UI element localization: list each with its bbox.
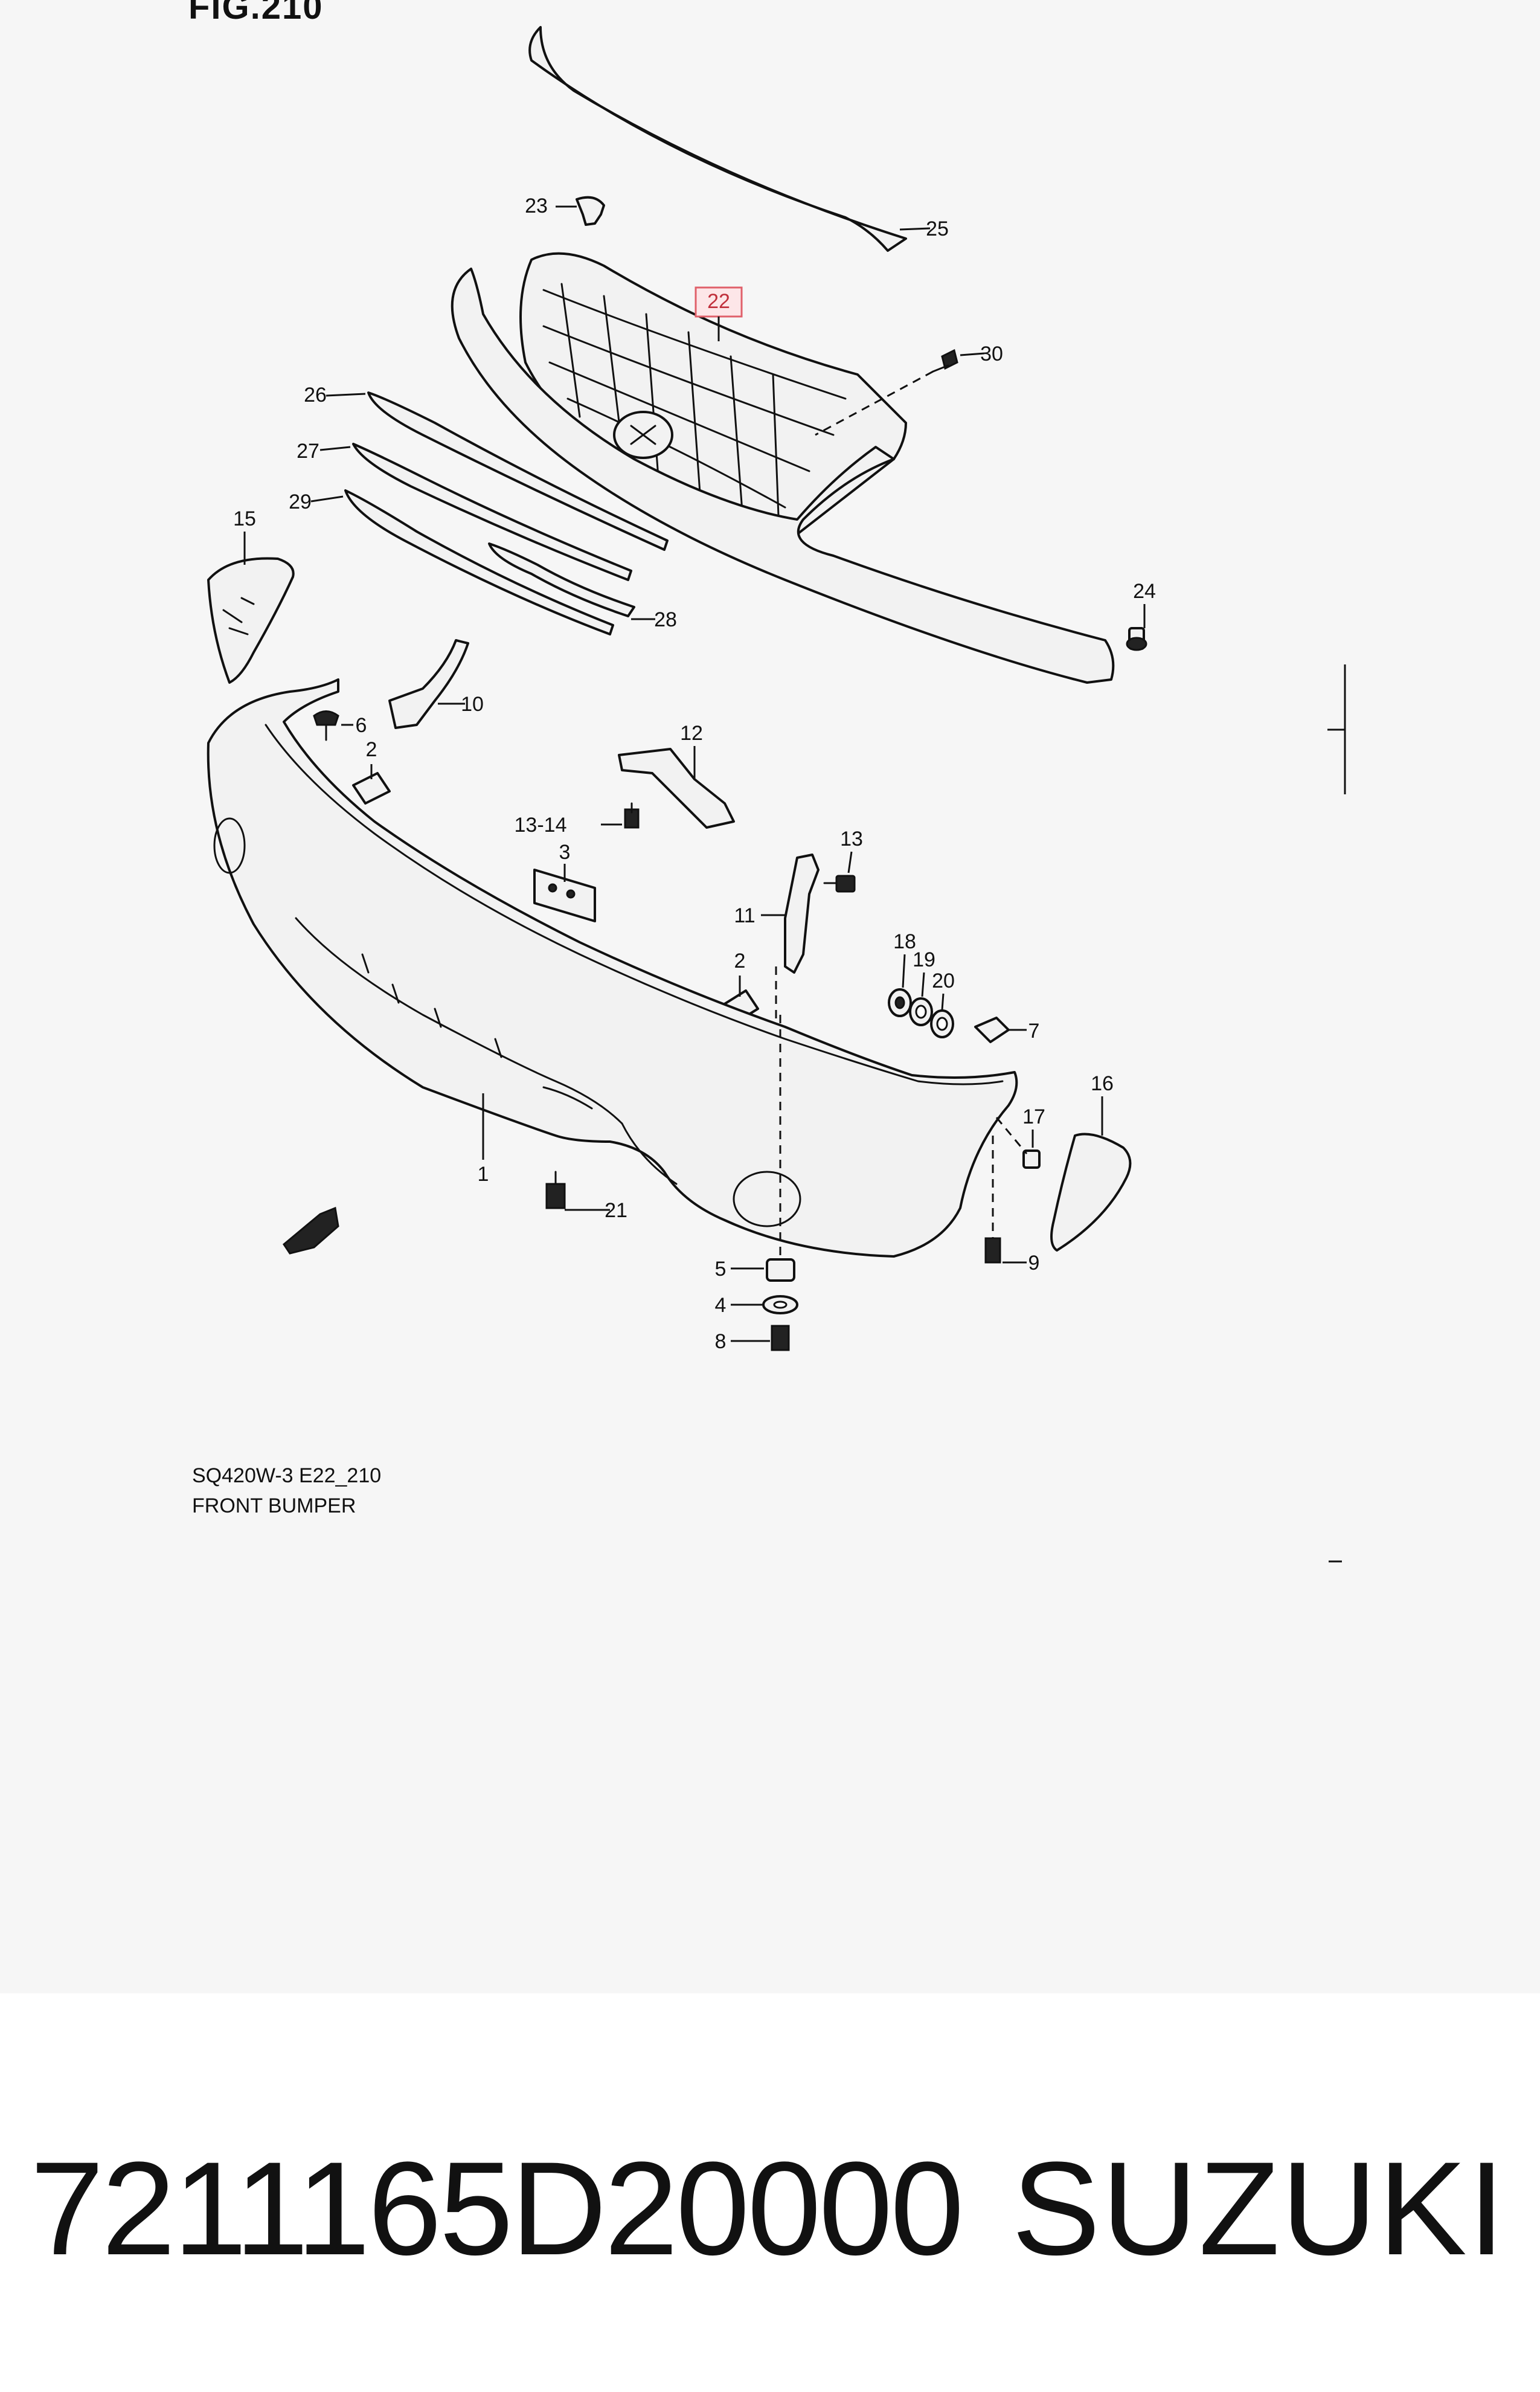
callout-12[interactable]: 12 bbox=[680, 722, 703, 745]
part-28-molding[interactable] bbox=[488, 542, 635, 617]
part-number: 7211165D20000 bbox=[30, 2134, 964, 2283]
part-27-molding[interactable] bbox=[352, 443, 632, 581]
callout-9[interactable]: 9 bbox=[1028, 1252, 1040, 1275]
callout-6[interactable]: 6 bbox=[356, 714, 367, 737]
callout-5[interactable]: 5 bbox=[715, 1258, 727, 1281]
front-direction-arrow-icon bbox=[283, 1206, 339, 1255]
part-17-fastener[interactable] bbox=[995, 1117, 1041, 1169]
exploded-parts-diagram: 12234567891011121313-1415161718192021222… bbox=[207, 26, 1346, 1563]
part-22-grille[interactable] bbox=[519, 252, 907, 545]
callout-7[interactable]: 7 bbox=[1028, 1020, 1040, 1043]
part-5-grommet[interactable] bbox=[731, 1015, 795, 1282]
part-9-bolt[interactable] bbox=[984, 1136, 1027, 1264]
callout-10[interactable]: 10 bbox=[461, 693, 484, 716]
part-3-plate[interactable] bbox=[533, 864, 596, 922]
part-26-molding[interactable] bbox=[367, 391, 669, 551]
callout-18[interactable]: 18 bbox=[893, 930, 916, 953]
part-25-upper-molding[interactable] bbox=[528, 26, 907, 252]
callout-13-14[interactable]: 13-14 bbox=[515, 814, 567, 837]
callout-11[interactable]: 11 bbox=[734, 904, 755, 927]
callout-4[interactable]: 4 bbox=[715, 1294, 727, 1317]
callout-2[interactable]: 2 bbox=[366, 738, 377, 761]
callout-15[interactable]: 15 bbox=[233, 507, 256, 530]
figure-code: SQ420W-3 E22_210 bbox=[192, 1464, 382, 1487]
part-10-bracket[interactable] bbox=[388, 639, 469, 729]
callout-27[interactable]: 27 bbox=[297, 440, 319, 463]
part-6-clip[interactable] bbox=[313, 710, 353, 741]
callout-20[interactable]: 20 bbox=[932, 969, 955, 992]
part-23-clip[interactable] bbox=[556, 196, 605, 226]
callout-3[interactable]: 3 bbox=[559, 841, 571, 864]
callout-26[interactable]: 26 bbox=[304, 384, 327, 407]
callout-25[interactable]: 25 bbox=[926, 217, 949, 240]
callout-16[interactable]: 16 bbox=[1091, 1072, 1114, 1095]
callout-21[interactable]: 21 bbox=[605, 1199, 627, 1222]
part-15-side-bracket[interactable] bbox=[207, 532, 295, 684]
figure-caption: SQ420W-3 E22_210 FRONT BUMPER bbox=[192, 1461, 381, 1521]
part-19-washer[interactable] bbox=[909, 972, 933, 1026]
callout-1[interactable]: 1 bbox=[478, 1163, 489, 1186]
figure-title: FIG.210 bbox=[188, 0, 324, 27]
brand-name: SUZUKI bbox=[1012, 2134, 1506, 2283]
callout-19[interactable]: 19 bbox=[913, 948, 935, 971]
part-24-bolt[interactable] bbox=[1126, 604, 1147, 651]
part-29-molding[interactable] bbox=[344, 489, 614, 635]
part-7-clip[interactable] bbox=[974, 1017, 1027, 1043]
highlight-box bbox=[695, 286, 743, 318]
callout-13[interactable]: 13 bbox=[840, 828, 863, 850]
part-20-washer[interactable] bbox=[930, 993, 954, 1038]
callout-22[interactable]: 22 bbox=[707, 290, 730, 313]
part-13-14-bolt[interactable] bbox=[601, 802, 640, 829]
callout-28[interactable]: 28 bbox=[654, 608, 677, 631]
part-18-nut[interactable] bbox=[888, 954, 912, 1017]
part-21-bolt[interactable] bbox=[545, 1171, 610, 1211]
part-16-corner-bracket[interactable] bbox=[1050, 1096, 1132, 1252]
callout-2[interactable]: 2 bbox=[734, 950, 746, 973]
diagram-panel: FIG.210 bbox=[188, 0, 1346, 1563]
part-8-bolt[interactable] bbox=[731, 1325, 790, 1351]
figure-name: FRONT BUMPER bbox=[192, 1494, 356, 1517]
bumper-upper-frame bbox=[451, 268, 1115, 684]
part-11-stay[interactable] bbox=[761, 854, 820, 1027]
part-4-washer[interactable] bbox=[731, 1295, 798, 1314]
callout-17[interactable]: 17 bbox=[1022, 1105, 1045, 1128]
callout-29[interactable]: 29 bbox=[289, 490, 312, 513]
callout-labels: 12234567891011121313-1415161718192021222… bbox=[233, 195, 1156, 1353]
part-12-bracket[interactable] bbox=[618, 746, 735, 829]
callout-30[interactable]: 30 bbox=[980, 342, 1003, 365]
part-2-pad-upper[interactable] bbox=[352, 764, 391, 805]
callout-8[interactable]: 8 bbox=[715, 1330, 727, 1353]
part-30-screw[interactable] bbox=[815, 349, 985, 436]
part-1-bumper-cover[interactable] bbox=[207, 678, 1018, 1258]
part-13-bolt[interactable] bbox=[823, 851, 856, 893]
callout-23[interactable]: 23 bbox=[525, 195, 548, 217]
callout-24[interactable]: 24 bbox=[1133, 580, 1156, 603]
